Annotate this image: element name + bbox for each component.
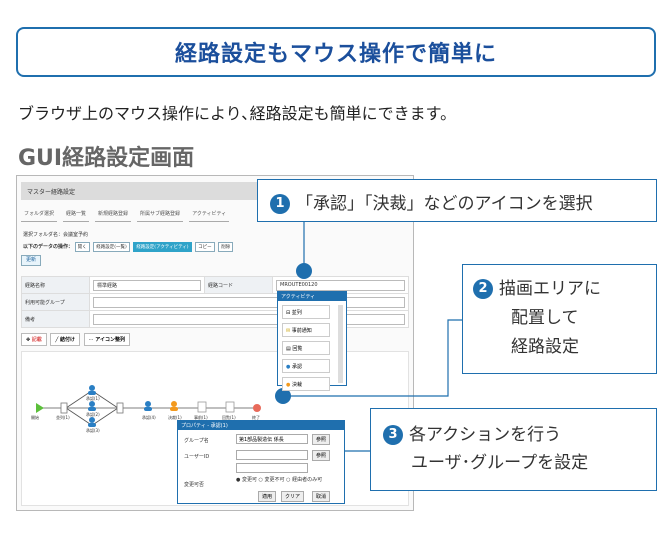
user-id-field-2[interactable] xyxy=(236,463,308,473)
callout-3: 3 各アクションを行う ユーザ･グループを設定 xyxy=(370,408,657,491)
group-ref-button[interactable]: 参照 xyxy=(312,434,331,445)
callout-3-line-2: ユーザ･グループを設定 xyxy=(411,453,589,473)
flow-label-approve-4: 承認(4) xyxy=(142,415,156,420)
flow-label-start: 開始 xyxy=(31,415,39,420)
circulate-icon[interactable] xyxy=(225,401,235,413)
parallel-icon: ⊟ xyxy=(286,310,292,316)
route-name-label: 経路名称 xyxy=(21,276,90,294)
callout-1-text: 「承認」「決裁」などのアイコンを選択 xyxy=(296,194,593,214)
approve-icon[interactable] xyxy=(89,401,95,407)
ops-label: 以下のデータの操作： xyxy=(23,244,74,250)
approve-icon[interactable] xyxy=(89,417,95,423)
route-activity-button[interactable]: 経路設定(アクティビティ) xyxy=(133,242,192,252)
draw-toolbar: ✥ 記載 ╱ 結付け ⋯ アイコン整列 xyxy=(21,333,132,346)
palette-item-decide[interactable]: ● 決裁 xyxy=(282,377,330,391)
intro-text: ブラウザ上のマウス操作により､経路設定も簡単にできます。 xyxy=(18,104,457,123)
route-list-button[interactable]: 経路設定(一覧) xyxy=(93,242,130,252)
copy-button[interactable]: コピー xyxy=(195,242,215,252)
ops-row: 以下のデータの操作： 開く 経路設定(一覧) 経路設定(アクティビティ) コピー… xyxy=(23,242,235,252)
align-tool-button[interactable]: ⋯ アイコン整列 xyxy=(83,333,130,346)
flow-label-approve-1: 承認(1) xyxy=(86,396,100,401)
callout-3-line-1: 各アクションを行う xyxy=(409,425,562,445)
property-dialog: プロパティ - 承認(1) グループ名 第1部品製造伝 係長 参照 ユーザーID… xyxy=(177,420,345,504)
flow-label-approve-2: 承認(2) xyxy=(86,412,100,417)
open-button[interactable]: 開く xyxy=(74,242,90,252)
cancel-button[interactable]: 取消 xyxy=(312,491,331,502)
merge-icon[interactable] xyxy=(116,402,124,414)
step-number-1: 1 xyxy=(270,194,290,214)
flow-label-notify: 事前(1) xyxy=(194,415,208,420)
callout-2: 2 描画エリアに 配置して 経路設定 xyxy=(462,264,657,374)
marker-dot-1 xyxy=(296,263,312,279)
group-name-field[interactable]: 第1部品製造伝 係長 xyxy=(236,434,308,444)
screen-tabs: フォルダ選択 経路一覧 新規経路登録 所属サブ経路登録 アクティビティ xyxy=(21,208,407,222)
callout-2-line-2: 配置して xyxy=(511,308,579,328)
user-icon: ● xyxy=(286,364,292,370)
property-title: プロパティ - 承認(1) xyxy=(178,421,344,430)
headline-banner: 経路設定もマウス操作で簡単に xyxy=(16,27,656,77)
draw-tool-button[interactable]: ✥ 記載 xyxy=(21,333,47,346)
route-code-field[interactable]: MROUTE00120 xyxy=(276,279,405,291)
marker-dot-2 xyxy=(275,388,291,404)
decide-icon[interactable] xyxy=(171,401,177,407)
tab-folder[interactable]: フォルダ選択 xyxy=(21,208,58,222)
group-name-label: グループ名 xyxy=(184,438,209,444)
user-id-label: ユーザーID xyxy=(184,454,210,460)
notify-icon: ✉ xyxy=(286,328,292,334)
change-label: 変更可否 xyxy=(184,482,205,488)
parallel-icon[interactable] xyxy=(60,402,68,414)
flow-label-decide: 決裁(1) xyxy=(168,415,182,420)
palette-item-circulate[interactable]: ▤ 回覧 xyxy=(282,341,330,355)
palette-item-notify[interactable]: ✉ 事前通知 xyxy=(282,323,330,337)
circulate-icon: ▤ xyxy=(286,346,293,352)
connect-tool-button[interactable]: ╱ 結付け xyxy=(50,333,81,346)
approve-icon[interactable] xyxy=(89,385,95,391)
apply-button[interactable]: 適用 xyxy=(258,491,277,502)
approve-icon[interactable] xyxy=(145,401,151,407)
palette-item-parallel[interactable]: ⊟ 並列 xyxy=(282,305,330,319)
flow-label-end: 終了 xyxy=(252,415,260,420)
step-number-2: 2 xyxy=(473,279,493,299)
route-code-label: 経路コード xyxy=(204,276,273,294)
delete-button[interactable]: 削除 xyxy=(218,242,234,252)
update-button[interactable]: 更新 xyxy=(21,255,41,266)
folder-label: 選択フォルダ名：会議室予約 xyxy=(23,232,89,238)
section-title: GUI経路設定画面 xyxy=(18,146,195,171)
start-icon[interactable] xyxy=(36,403,44,413)
flow-label-parallel: 並列(1) xyxy=(56,415,70,420)
notify-icon[interactable] xyxy=(197,401,207,413)
tab-sub-route[interactable]: 所属サブ経路登録 xyxy=(137,208,184,222)
clear-button[interactable]: クリア xyxy=(281,491,305,502)
callout-1: 1 「承認」「決裁」などのアイコンを選択 xyxy=(257,179,657,222)
activity-palette[interactable]: アクティビティ ⊟ 並列 ✉ 事前通知 ▤ 回覧 ● 承認 ● 決裁 xyxy=(277,291,347,391)
route-name-field[interactable]: 標準経路 xyxy=(93,279,201,291)
flow-label-approve-3: 承認(3) xyxy=(86,428,100,433)
change-options[interactable]: ● 変更可 ○ 変更不可 ○ 経由者のみ可 xyxy=(236,477,323,483)
user-icon: ● xyxy=(286,382,292,388)
note-label: 備考 xyxy=(21,310,90,328)
palette-title: アクティビティ xyxy=(278,292,346,301)
palette-scrollbar[interactable] xyxy=(338,305,343,383)
user-id-field[interactable] xyxy=(236,450,308,460)
palette-item-approve[interactable]: ● 承認 xyxy=(282,359,330,373)
end-icon[interactable] xyxy=(253,404,261,412)
group-field[interactable] xyxy=(93,296,405,308)
step-number-3: 3 xyxy=(383,425,403,445)
tab-activity[interactable]: アクティビティ xyxy=(189,208,230,222)
flow-label-circulate: 回覧(1) xyxy=(222,415,236,420)
headline-title: 経路設定もマウス操作で簡単に xyxy=(174,42,497,67)
callout-2-line-3: 経路設定 xyxy=(511,337,579,357)
user-ref-button[interactable]: 参照 xyxy=(312,450,331,461)
tab-new-route[interactable]: 新規経路登録 xyxy=(95,208,132,222)
tab-route-list[interactable]: 経路一覧 xyxy=(63,208,90,222)
note-field[interactable] xyxy=(93,313,405,325)
callout-2-line-1: 描画エリアに xyxy=(499,279,601,299)
